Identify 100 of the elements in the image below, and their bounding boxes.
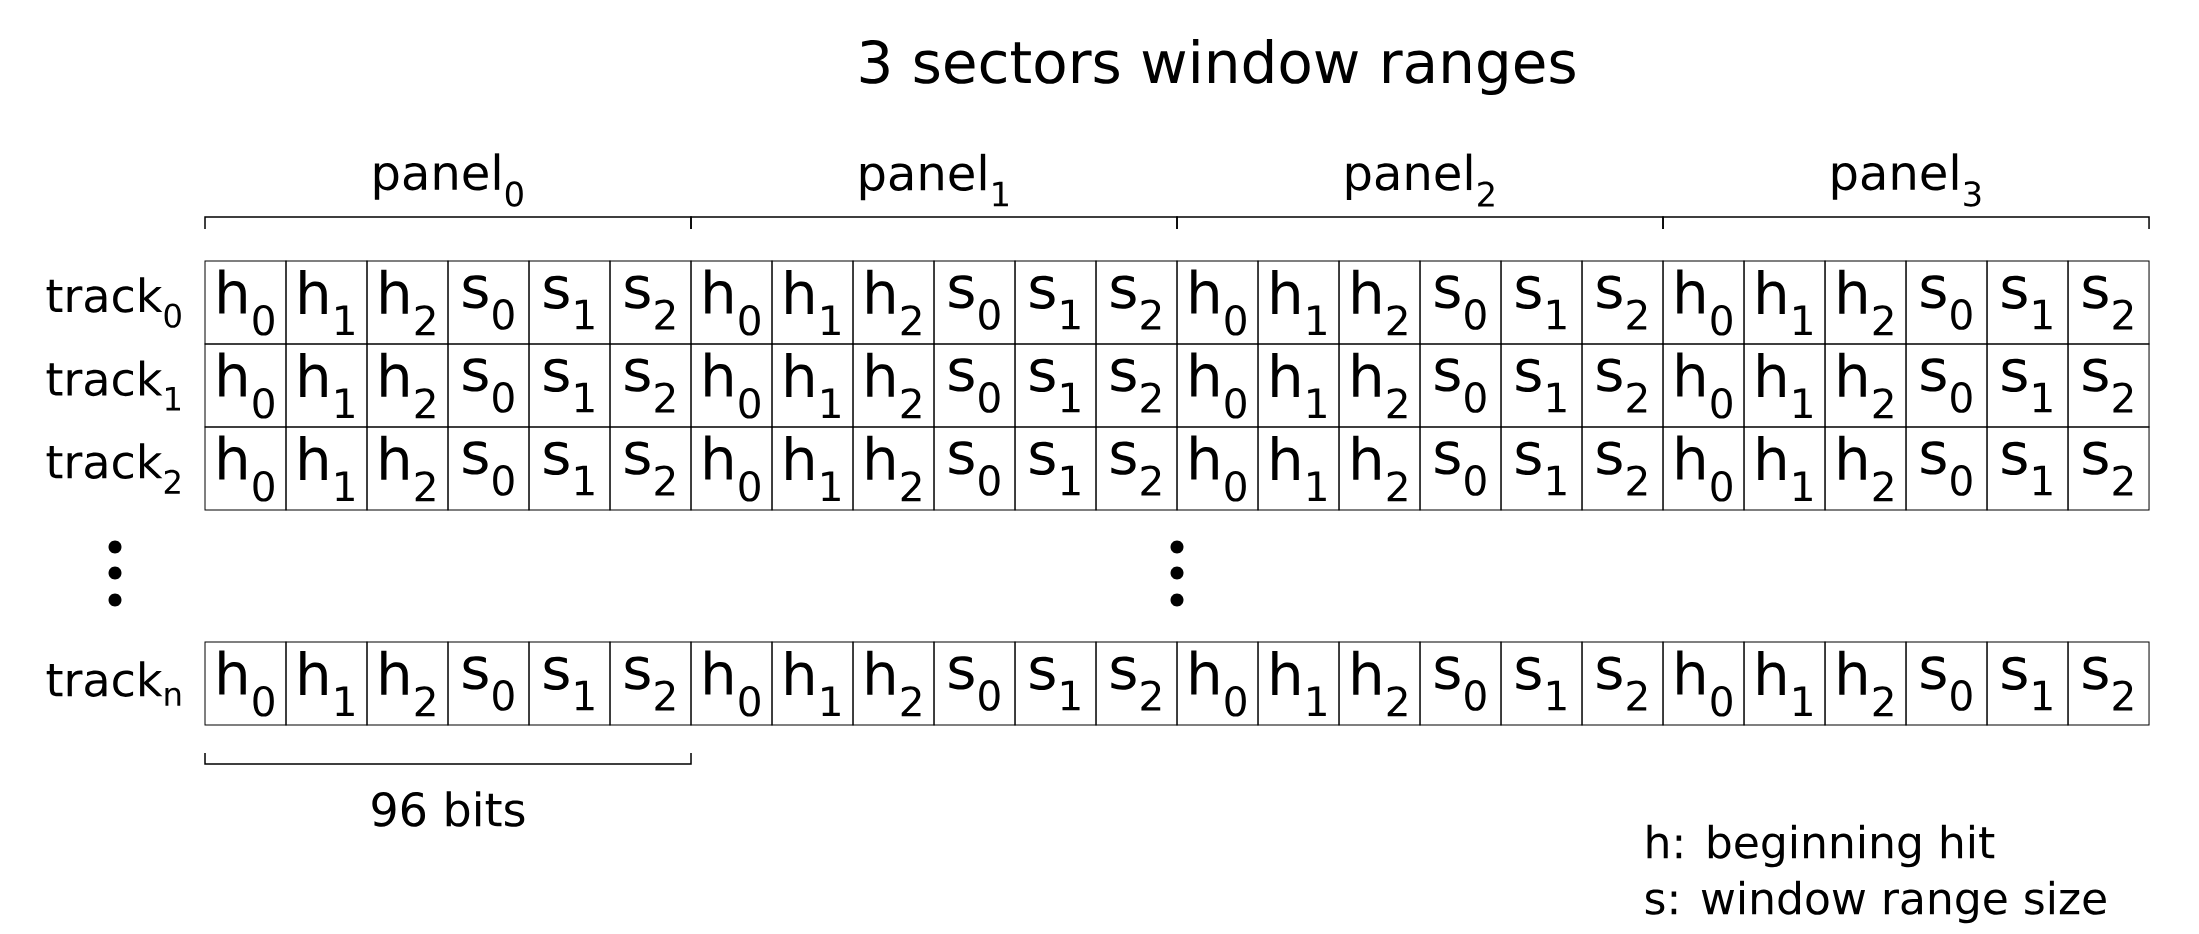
table-cell: h$_{0}$ (690, 641, 773, 726)
panel-label: panel$_{1}$ (860, 153, 1008, 207)
table-cell: s$_{0}$ (1419, 343, 1502, 428)
table-cell: h$_{0}$ (690, 260, 773, 345)
panel-label: panel$_{3}$ (1832, 153, 1981, 207)
panel-label: panel$_{2}$ (1346, 153, 1494, 207)
table-cell: s$_{1}$ (1014, 260, 1097, 345)
table-cell: s$_{2}$ (609, 426, 692, 511)
table-cell: h$_{2}$ (1338, 343, 1421, 428)
table-cell: s$_{1}$ (1014, 426, 1097, 511)
table-cell: s$_{2}$ (1581, 641, 1664, 726)
table-cell: s$_{2}$ (2067, 343, 2150, 428)
table-cell: h$_{0}$ (1662, 343, 1745, 428)
table-cell: s$_{2}$ (609, 260, 692, 345)
table-cell: h$_{2}$ (366, 641, 449, 726)
table-cell: h$_{0}$ (690, 426, 773, 511)
table-cell: s$_{1}$ (1986, 641, 2069, 726)
table-cell: h$_{2}$ (366, 260, 449, 345)
table-cell: h$_{2}$ (1824, 343, 1907, 428)
table-cell: s$_{1}$ (1014, 343, 1097, 428)
table-cell: s$_{1}$ (1500, 343, 1583, 428)
table-cell: s$_{0}$ (447, 641, 530, 726)
table-cell: h$_{0}$ (1176, 343, 1259, 428)
row-label: track$_{0}$ (46, 277, 181, 328)
table-cell: s$_{2}$ (2067, 260, 2150, 345)
table-cell: h$_{0}$ (1176, 260, 1259, 345)
table-cell: h$_{2}$ (852, 343, 935, 428)
table-cell: s$_{1}$ (1986, 426, 2069, 511)
table-cell: s$_{0}$ (1419, 641, 1502, 726)
table-cell: s$_{2}$ (2067, 426, 2150, 511)
table-cell: h$_{2}$ (1824, 426, 1907, 511)
table-cell: h$_{0}$ (1662, 426, 1745, 511)
table-cell: s$_{1}$ (528, 343, 611, 428)
table-cell: h$_{1}$ (771, 426, 854, 511)
table-cell: s$_{2}$ (2067, 641, 2150, 726)
table-cell: s$_{1}$ (1986, 343, 2069, 428)
table-cell: s$_{0}$ (933, 426, 1016, 511)
table-cell: h$_{2}$ (1338, 426, 1421, 511)
table-cell: h$_{1}$ (1743, 343, 1826, 428)
table-cell: s$_{1}$ (1500, 260, 1583, 345)
table-cell: s$_{0}$ (1905, 260, 1988, 345)
table-cell: s$_{2}$ (1095, 426, 1178, 511)
table-cell: s$_{0}$ (1419, 260, 1502, 345)
table-cell: h$_{2}$ (1824, 641, 1907, 726)
table-cell: h$_{1}$ (285, 641, 368, 726)
table-cell: h$_{1}$ (1743, 426, 1826, 511)
table-cell: h$_{0}$ (204, 260, 287, 345)
table-cell: s$_{0}$ (1905, 343, 1988, 428)
table-cell: h$_{1}$ (771, 343, 854, 428)
table-cell: s$_{2}$ (609, 641, 692, 726)
table-cell: h$_{2}$ (852, 260, 935, 345)
table-cell: h$_{2}$ (1338, 260, 1421, 345)
table-cell: h$_{2}$ (366, 343, 449, 428)
table-cell: s$_{2}$ (1581, 260, 1664, 345)
table-cell: h$_{2}$ (366, 426, 449, 511)
table-cell: h$_{1}$ (1257, 260, 1340, 345)
table-cell: h$_{0}$ (1176, 641, 1259, 726)
note: s: window range size (1645, 880, 2106, 924)
table-cell: h$_{1}$ (285, 260, 368, 345)
table-cell: h$_{2}$ (852, 426, 935, 511)
title: 3 sectors window ranges (860, 38, 1575, 96)
table-cell: h$_{1}$ (1257, 641, 1340, 726)
table-cell: s$_{0}$ (933, 343, 1016, 428)
table-cell: s$_{1}$ (528, 260, 611, 345)
table-cell: h$_{0}$ (690, 343, 773, 428)
table-cell: h$_{2}$ (1824, 260, 1907, 345)
table-cell: s$_{2}$ (1095, 343, 1178, 428)
table-cell: h$_{1}$ (1743, 641, 1826, 726)
table-cell: s$_{0}$ (933, 641, 1016, 726)
table-cell: s$_{0}$ (1419, 426, 1502, 511)
table-cell: s$_{1}$ (1500, 641, 1583, 726)
table-cell: s$_{0}$ (1905, 426, 1988, 511)
table-cell: h$_{0}$ (1662, 641, 1745, 726)
table-cell: h$_{2}$ (852, 641, 935, 726)
table-cell: s$_{1}$ (1500, 426, 1583, 511)
table-cell: s$_{2}$ (1581, 426, 1664, 511)
table-cell: s$_{0}$ (447, 426, 530, 511)
table-cell: s$_{2}$ (609, 343, 692, 428)
table-cell: h$_{0}$ (204, 426, 287, 511)
table-cell: h$_{1}$ (771, 260, 854, 345)
table-cell: s$_{1}$ (528, 426, 611, 511)
table-cell: s$_{2}$ (1095, 260, 1178, 345)
table-cell: s$_{2}$ (1581, 343, 1664, 428)
table-cell: h$_{0}$ (204, 343, 287, 428)
table-cell: s$_{0}$ (933, 260, 1016, 345)
table-cell: h$_{0}$ (1662, 260, 1745, 345)
panel-label: panel$_{0}$ (374, 153, 523, 207)
table-cell: s$_{0}$ (447, 343, 530, 428)
table-cell: h$_{0}$ (204, 641, 287, 726)
note: h: beginning hit (1647, 824, 1995, 868)
table-cell: h$_{2}$ (1338, 641, 1421, 726)
table-cell: s$_{2}$ (1095, 641, 1178, 726)
table-cell: h$_{1}$ (285, 343, 368, 428)
table-cell: h$_{1}$ (771, 641, 854, 726)
table-cell: s$_{1}$ (1014, 641, 1097, 726)
table-cell: s$_{0}$ (447, 260, 530, 345)
table-cell: h$_{1}$ (1257, 426, 1340, 511)
row-label: track$_{n}$ (46, 661, 181, 706)
table-cell: h$_{1}$ (1257, 343, 1340, 428)
row-label: track$_{2}$ (46, 443, 180, 494)
